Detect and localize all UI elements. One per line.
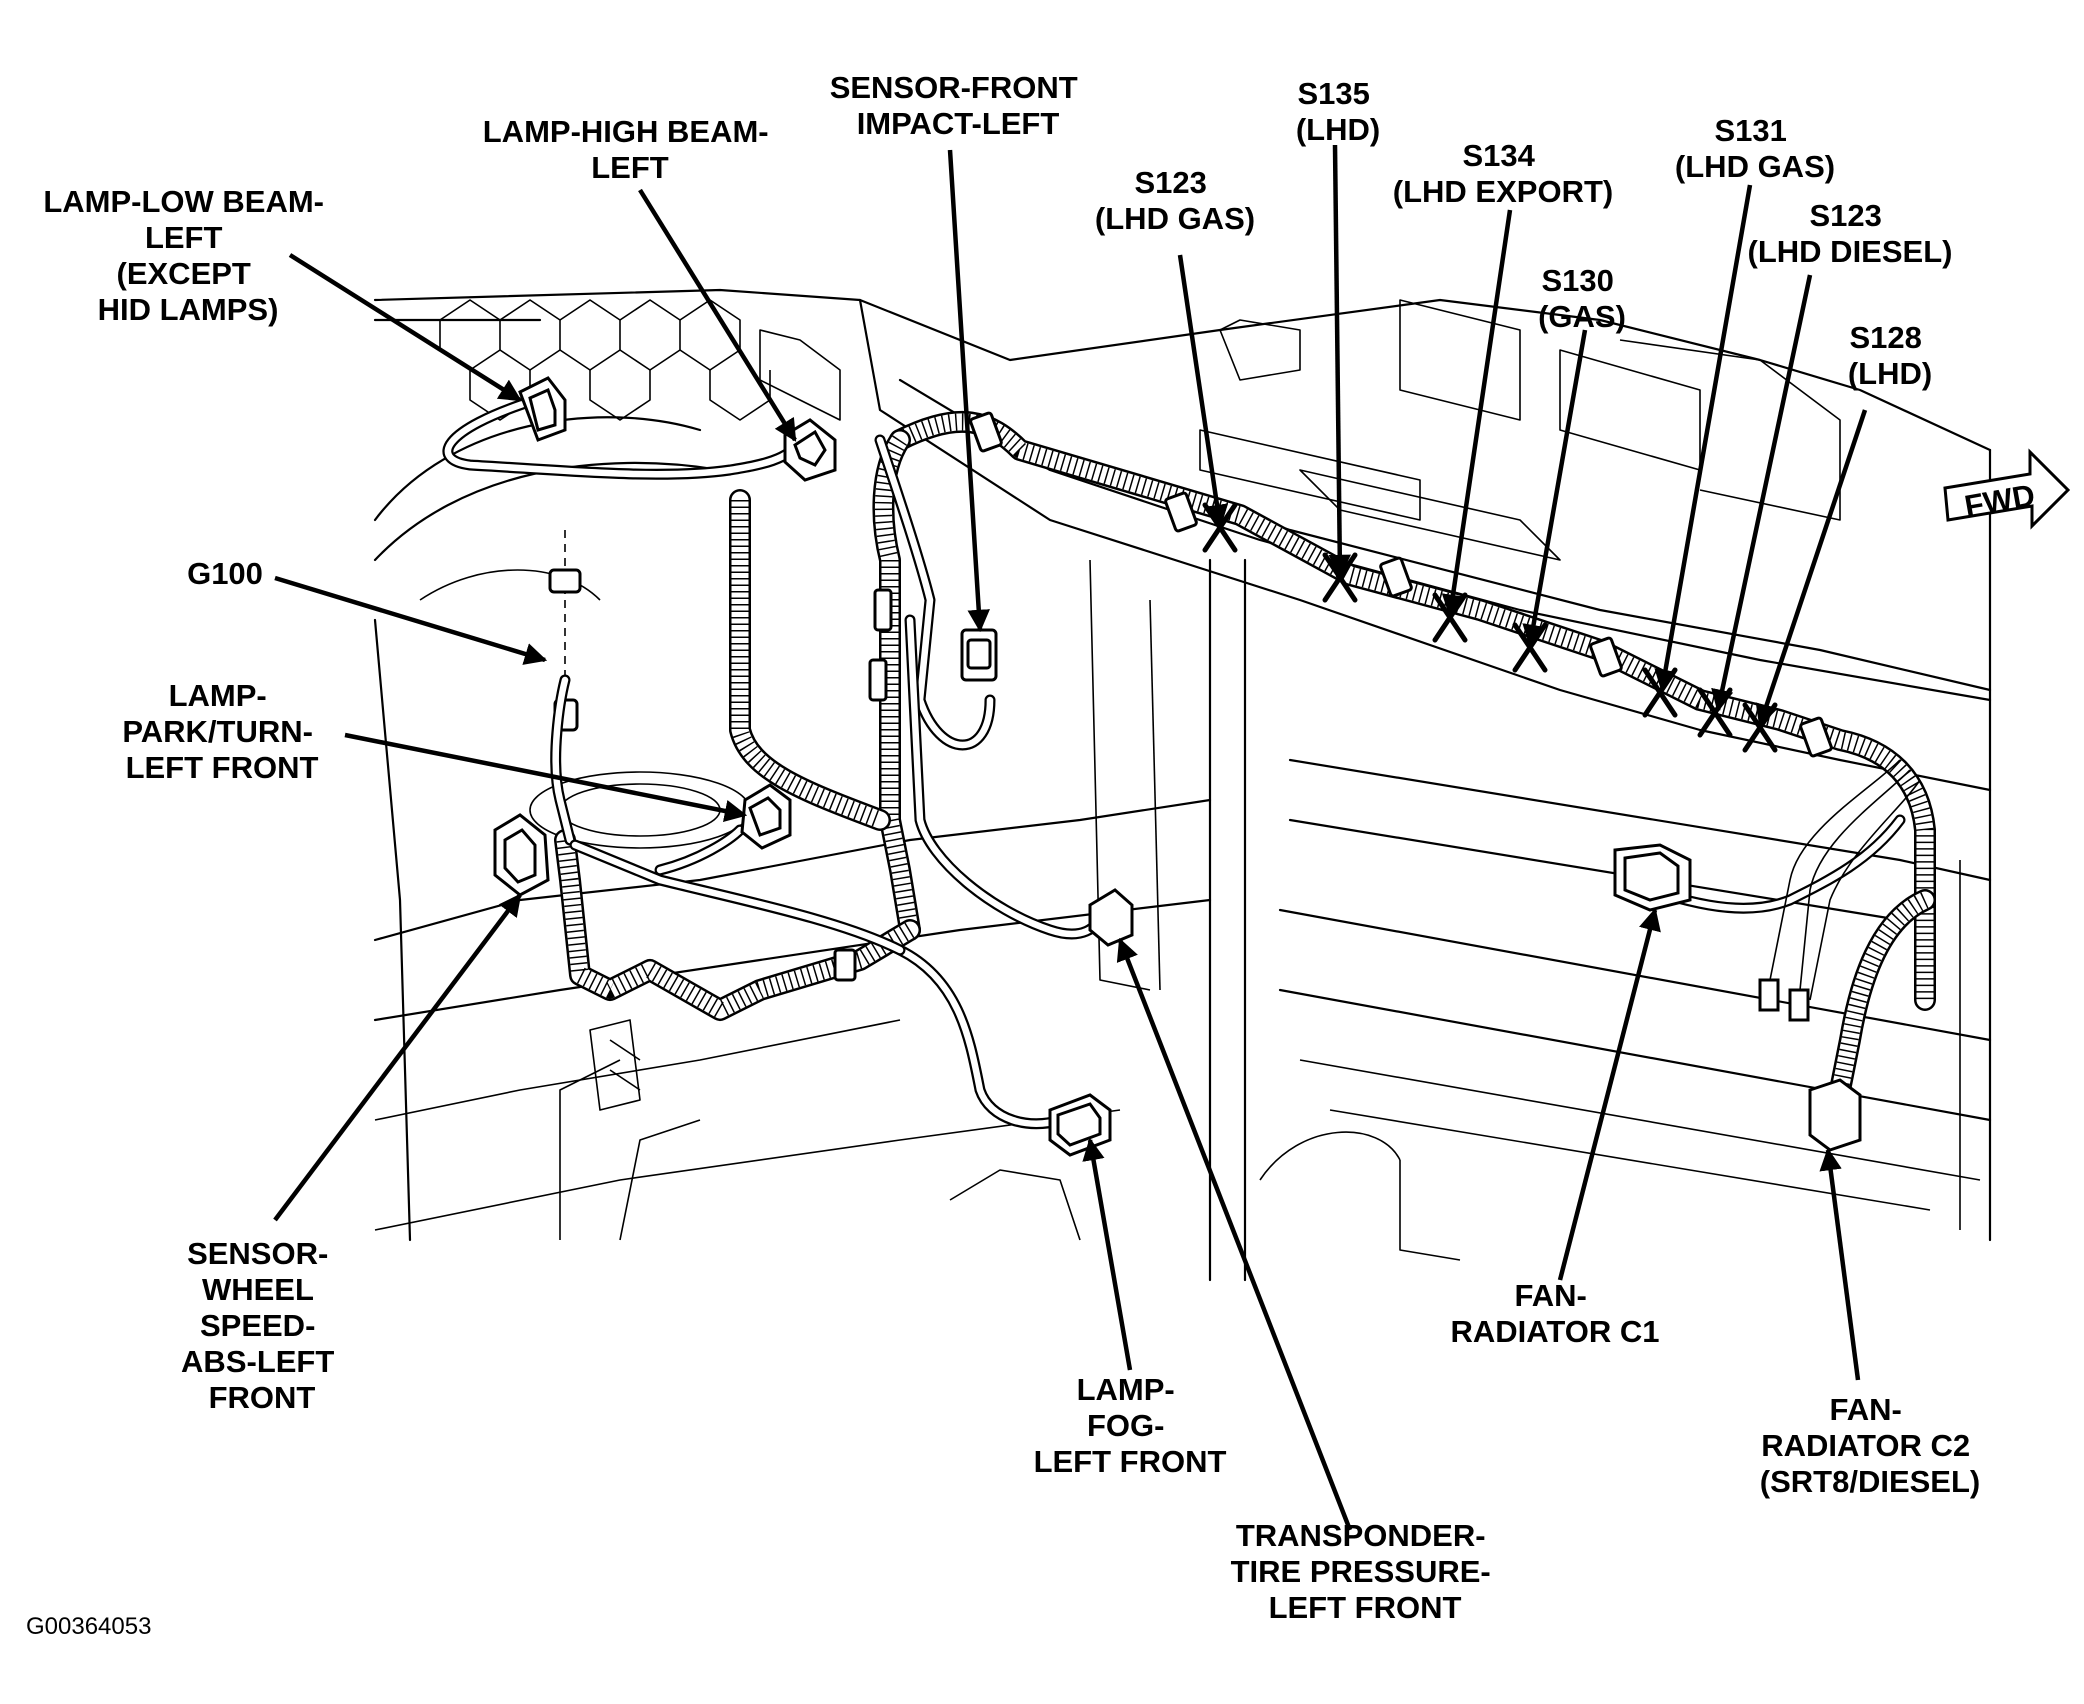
- connectors: [493, 376, 1862, 1157]
- leader-high-beam: [638, 188, 797, 442]
- fwd-arrow-icon: [1943, 448, 2071, 530]
- park-turn-connector: [740, 783, 792, 850]
- fog-lamp-connector: [1088, 888, 1134, 947]
- leader-s123-diesel: [1711, 274, 1813, 713]
- leader-s123-gas: [1177, 254, 1229, 528]
- label-fan-c1: FAN- RADIATOR C1: [1451, 1278, 1660, 1349]
- leader-s135: [1328, 144, 1352, 578]
- label-sensor-front-impact: SENSOR-FRONT IMPACT-LEFT: [830, 70, 1087, 141]
- leader-g100: [274, 575, 548, 665]
- label-s131: S131 (LHD GAS): [1675, 113, 1835, 184]
- abs-sensor-connector: [493, 813, 550, 897]
- label-lamp-park-turn: LAMP- PARK/TURN- LEFT FRONT: [122, 678, 321, 785]
- label-fan-c2: FAN- RADIATOR C2 (SRT8/DIESEL): [1760, 1392, 1980, 1499]
- leader-abs-sensor: [273, 893, 522, 1222]
- leader-s128: [1755, 409, 1868, 728]
- label-transponder: TRANSPONDER- TIRE PRESSURE- LEFT FRONT: [1231, 1518, 1500, 1625]
- label-sensor-wheel-speed: SENSOR- WHEEL SPEED- ABS-LEFT FRONT: [181, 1236, 343, 1415]
- leader-lines: [273, 144, 1868, 1531]
- fan-c2-connector: [1808, 1078, 1862, 1152]
- label-s128: S128 (LHD): [1848, 320, 1932, 391]
- vehicle-structure: [373, 288, 1992, 1282]
- leader-fog: [1082, 1137, 1133, 1371]
- leader-low-beam: [288, 253, 522, 402]
- high-beam-connector: [783, 418, 837, 482]
- leader-fan-c2: [1819, 1147, 1861, 1381]
- leader-tpms: [1116, 937, 1353, 1531]
- impact-sensor-connector: [960, 628, 998, 682]
- leader-s134: [1441, 209, 1513, 618]
- callout-labels: LAMP-LOW BEAM- LEFT (EXCEPT HID LAMPS) L…: [26, 70, 1980, 1640]
- leader-fan-c1: [1557, 907, 1661, 1281]
- label-s130: S130 (GAS): [1538, 263, 1626, 334]
- label-lamp-fog: LAMP- FOG- LEFT FRONT: [1034, 1372, 1227, 1479]
- label-s123-gas: S123 (LHD GAS): [1095, 165, 1255, 236]
- figure-id: G00364053: [26, 1613, 151, 1640]
- label-g100: G100: [187, 556, 263, 591]
- fan-c1-connector: [1613, 843, 1692, 912]
- forward-arrow: FWD: [1943, 448, 2071, 530]
- low-beam-connector: [518, 376, 567, 442]
- label-s134: S134 (LHD EXPORT): [1393, 138, 1613, 209]
- label-s135: S135 (LHD): [1296, 76, 1380, 147]
- leader-park-turn: [344, 732, 748, 823]
- label-lamp-high-beam: LAMP-HIGH BEAM- LEFT: [483, 114, 777, 185]
- label-lamp-low-beam: LAMP-LOW BEAM- LEFT (EXCEPT HID LAMPS): [43, 184, 332, 327]
- leader-s131: [1654, 184, 1753, 693]
- leader-impact-sensor: [947, 149, 990, 633]
- label-s123-diesel: S123 (LHD DIESEL): [1748, 198, 1953, 269]
- leader-s130: [1522, 329, 1588, 648]
- tpms-connector: [1048, 1093, 1112, 1157]
